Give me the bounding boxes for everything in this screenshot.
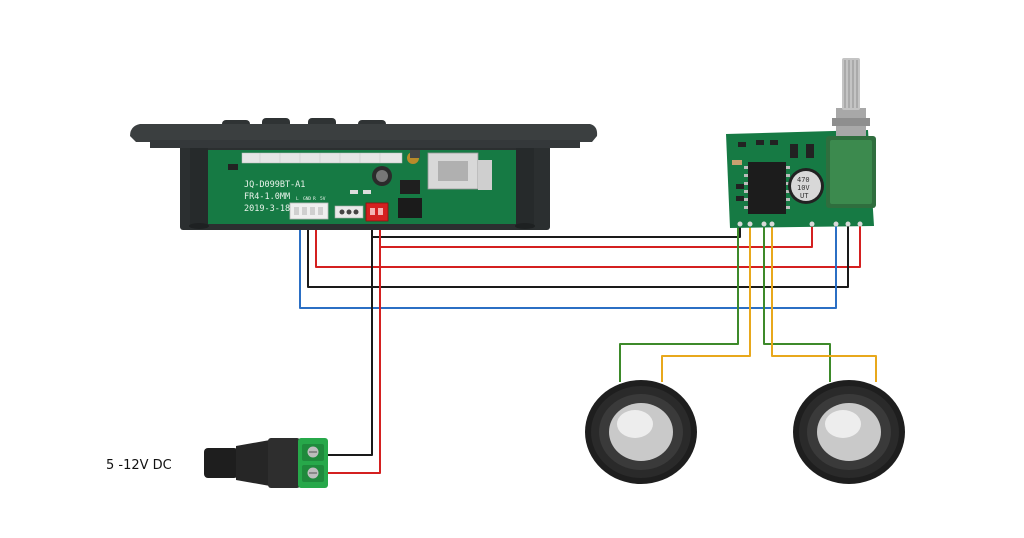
wire-black-audio-gnd xyxy=(307,222,849,288)
wire-yellow-speaker-left xyxy=(661,224,751,382)
wire-black-power xyxy=(323,237,373,456)
wire-red-power xyxy=(323,247,381,474)
amp-cap-label-mid: 10V xyxy=(797,184,810,192)
bt-board-date-label: 2019-3-18 xyxy=(244,204,290,214)
bt-board-model-label: JQ-D099BT-A1 xyxy=(244,180,305,190)
speaker-left xyxy=(585,380,697,484)
amp-cap-label-bot: UT xyxy=(800,192,809,200)
power-input-label: 5 -12V DC xyxy=(106,458,172,473)
wire-green-speaker-right xyxy=(763,224,831,382)
bt-board-thickness-label: FR4-1.0MM xyxy=(244,192,290,202)
bt-pin-label-l: L xyxy=(296,196,299,202)
wires xyxy=(299,222,877,474)
amp-cap-label-top: 470 xyxy=(797,176,810,184)
dc-power-jack xyxy=(204,438,328,488)
bt-pin-label-gnd: GND xyxy=(303,196,311,202)
wire-yellow-speaker-right xyxy=(771,224,877,382)
wire-blue-audio-left xyxy=(299,222,837,309)
wire-red-audio-right xyxy=(315,222,861,268)
wire-red-bt-to-amp xyxy=(379,222,813,248)
bt-pin-label-r: R xyxy=(313,196,316,202)
wire-green-speaker-left xyxy=(619,224,739,382)
amplifier-board: 470 10V UT xyxy=(726,58,876,228)
bt-pin-label-5v: 5V xyxy=(320,196,326,202)
speaker-right xyxy=(793,380,905,484)
bluetooth-mp3-module: JQ-D099BT-A1 FR4-1.0MM 2019-3-18 L GND R… xyxy=(130,118,598,230)
